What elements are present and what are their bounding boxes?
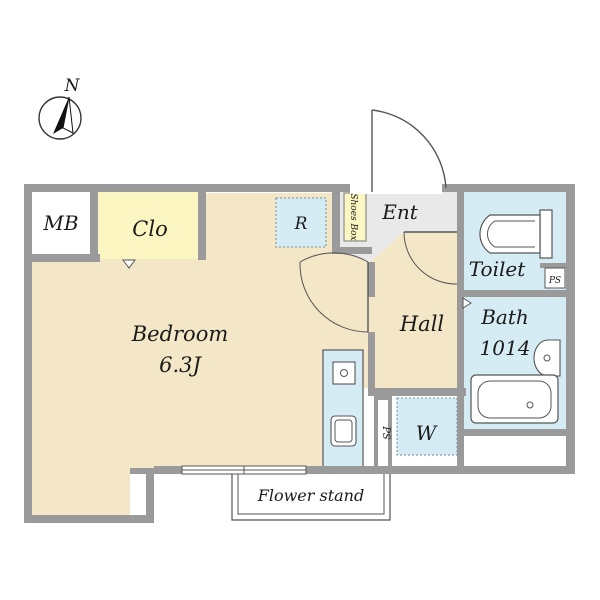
hall-label: Hall	[399, 312, 444, 336]
closet-floor	[98, 192, 204, 259]
walls	[24, 184, 575, 523]
bath-size-label: 1014	[480, 336, 531, 360]
bedroom-floor	[32, 193, 368, 515]
bath-door-marker	[462, 297, 472, 309]
r-storage	[275, 197, 327, 248]
ps-box	[544, 267, 566, 289]
bedroom-label: Bedroom	[131, 322, 229, 346]
mb-label: MB	[42, 211, 78, 235]
closet-label: Clo	[132, 217, 167, 241]
entrance-door[interactable]	[350, 109, 447, 194]
north-label: N	[64, 76, 81, 96]
ps-side-label: PS	[380, 425, 391, 440]
bedroom-door[interactable]	[299, 252, 376, 333]
bathtub-icon	[470, 374, 559, 424]
hall-door[interactable]	[403, 231, 458, 285]
balcony-window	[181, 465, 307, 475]
sink-icon	[330, 415, 357, 447]
w-label: W	[416, 421, 438, 445]
laundry-floor	[396, 397, 458, 456]
bedroom-size-label: 6.3J	[159, 353, 202, 377]
ps-top-label: PS	[548, 276, 561, 286]
bath-label: Bath	[480, 305, 529, 329]
flower-stand-label: Flower stand	[257, 486, 364, 505]
closet-door-marker	[122, 259, 136, 269]
hall-floor	[370, 232, 460, 390]
washbasin-icon	[533, 339, 561, 377]
compass-north-arrow-icon	[38, 96, 82, 140]
shoes-box-label: Shoes Box	[348, 193, 358, 240]
stove-icon	[332, 361, 356, 385]
toilet-icon	[479, 209, 553, 259]
flower-stand-outline	[231, 474, 391, 521]
r-label: R	[294, 214, 308, 234]
entrance-floor	[340, 192, 457, 262]
toilet-label: Toilet	[469, 257, 526, 281]
entrance-label: Ent	[381, 200, 418, 224]
